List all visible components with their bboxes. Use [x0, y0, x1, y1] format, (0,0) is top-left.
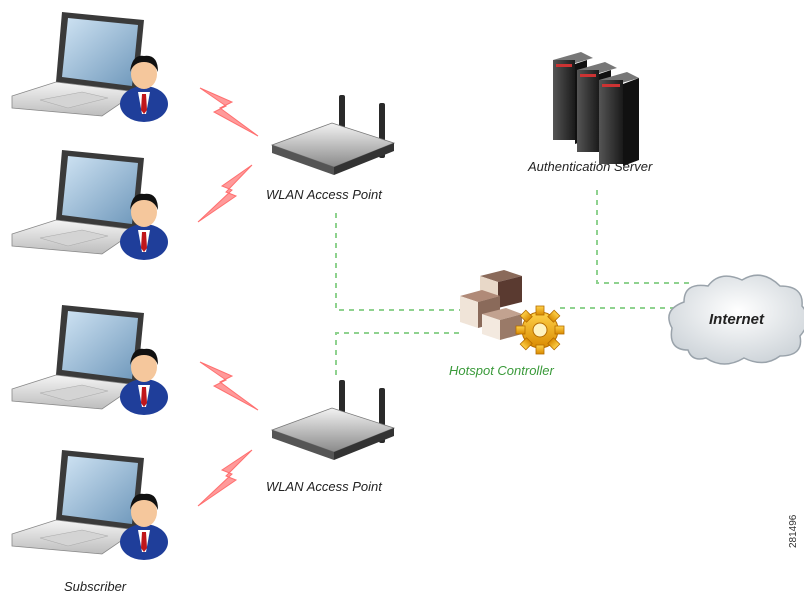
user-avatar-icon: [120, 193, 168, 260]
subscriber-label: Subscriber: [64, 579, 127, 594]
network-links: [335, 190, 690, 375]
link-ap-bottom-controller: [335, 332, 460, 375]
wireless-bolt-3: [199, 361, 259, 411]
access-point-top: [270, 95, 396, 175]
user-avatar-icon: [120, 348, 168, 415]
authentication-server-icon: [553, 52, 639, 166]
ap-top-label: WLAN Access Point: [266, 187, 382, 202]
cloud-icon: [668, 274, 804, 365]
subscriber-laptop-2: [11, 150, 168, 260]
link-ap-top-controller: [335, 213, 460, 311]
link-server-internet: [596, 190, 690, 284]
hotspot-controller-icon: [460, 270, 565, 355]
hotspot-controller-label: Hotspot Controller: [449, 363, 554, 378]
wireless-bolt-1: [199, 87, 259, 137]
access-point-bottom: [270, 380, 396, 460]
subscriber-laptop-3: [11, 305, 168, 415]
internet-label: Internet: [709, 311, 765, 328]
wireless-bolt-2: [197, 164, 253, 223]
auth-server-label: Authentication Server: [528, 159, 653, 174]
figure-id: 281496: [788, 514, 799, 548]
wireless-bolts: [197, 87, 259, 507]
wireless-bolt-4: [197, 449, 253, 507]
user-avatar-icon: [120, 493, 168, 560]
subscriber-laptop-4: [11, 450, 168, 560]
subscriber-laptop-1: [11, 12, 168, 122]
ap-bottom-label: WLAN Access Point: [266, 479, 382, 494]
user-avatar-icon: [120, 55, 168, 122]
gear-icon: [515, 305, 565, 355]
